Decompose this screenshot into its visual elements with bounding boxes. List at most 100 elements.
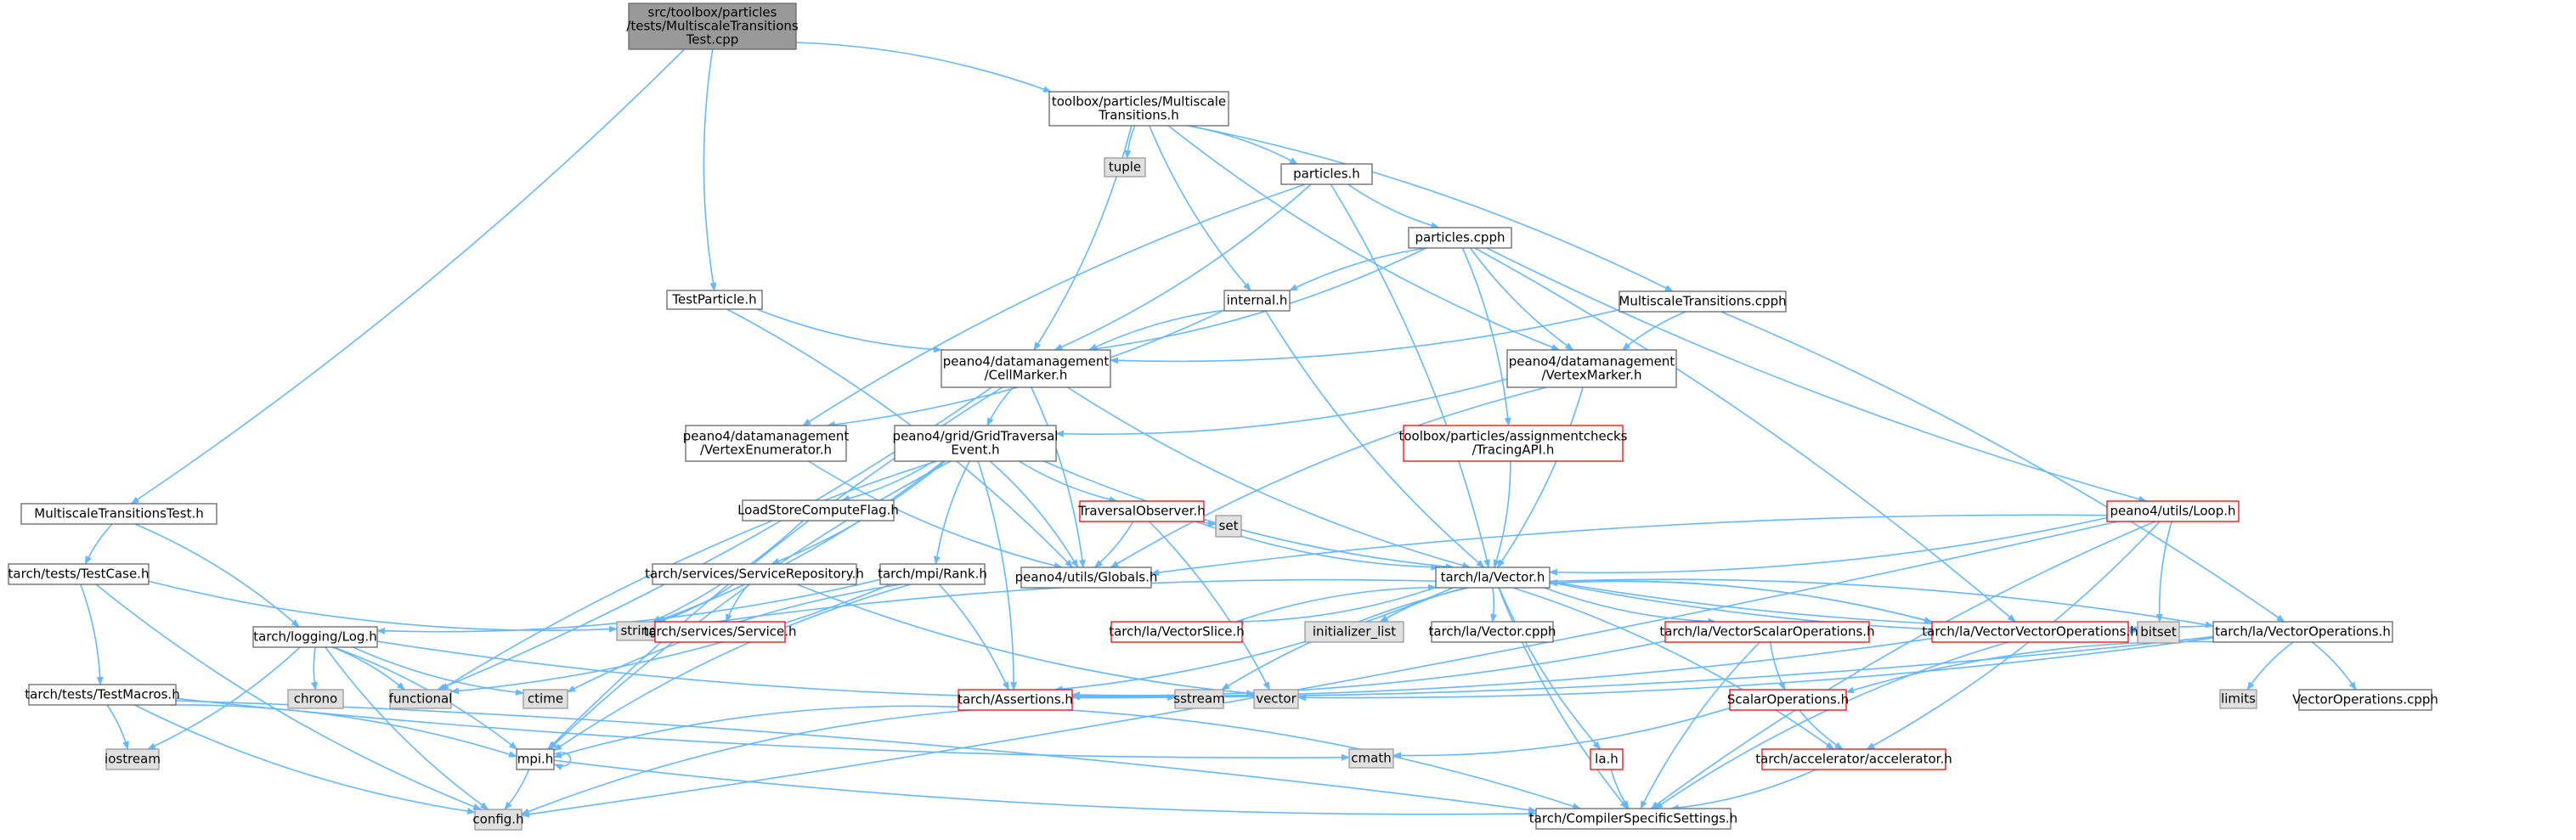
node-label-line: tarch/services/ServiceRepository.h (645, 567, 864, 582)
node-tarch-la-vectorslice-h[interactable]: tarch/la/VectorSlice.h (1109, 621, 1245, 643)
node-box (2219, 689, 2257, 709)
node-loadstorecomputeflag-h[interactable]: LoadStoreComputeFlag.h (737, 499, 899, 521)
edge-internal-to-vector (1265, 310, 1485, 568)
node-src-toolbox-particles-tests-multiscaletransitions-test-cpp[interactable]: src/toolbox/particles/tests/MultiscaleTr… (626, 3, 799, 50)
node-mpi-h[interactable]: mpi.h (516, 748, 555, 770)
edge-vecOps-to-vector (1549, 579, 2214, 629)
node-tarch-la-vectorscalaroperations-h[interactable]: tarch/la/VectorScalarOperations.h (1659, 621, 1875, 643)
node-peano4-utils-loop-h[interactable]: peano4/utils/Loop.h (2106, 500, 2240, 522)
node-label-line: tarch/la/VectorOperations.h (2215, 624, 2391, 640)
node-box (20, 503, 217, 525)
node-label-line: tarch/Assertions.h (958, 692, 1073, 708)
node-config-h[interactable]: config.h (472, 809, 524, 831)
edge-multiCpph-to-cellMarker (1110, 308, 1620, 364)
node-bitset[interactable]: bitset (2137, 621, 2180, 644)
node-iostream[interactable]: iostream (105, 748, 161, 770)
edge-vertexMarker-to-gridTraversal (1055, 378, 1508, 437)
node-la-h[interactable]: la.h (1590, 748, 1624, 770)
node-label-line: iostream (105, 752, 161, 767)
node-tarch-compilerspecificsettings-h[interactable]: tarch/CompilerSpecificSettings.h (1529, 808, 1737, 830)
node-multiscaletransitionstest-h[interactable]: MultiscaleTransitionsTest.h (20, 503, 217, 525)
node-tarch-la-vector-h[interactable]: tarch/la/Vector.h (1435, 567, 1551, 589)
node-scalaroperations-h[interactable]: ScalarOperations.h (1727, 689, 1849, 711)
node-particles-cpph[interactable]: particles.cpph (1408, 227, 1512, 249)
node-peano4-datamanagement-vertexenumerator-h[interactable]: peano4/datamanagement/VertexEnumerator.h (683, 425, 850, 462)
node-label-line: tarch/logging/Log.h (253, 629, 376, 645)
node-label-line: TestParticle.h (671, 292, 756, 307)
node-tarch-tests-testmacros-h[interactable]: tarch/tests/TestMacros.h (25, 684, 180, 706)
node-layer: src/toolbox/particles/tests/MultiscaleTr… (8, 3, 2438, 831)
node-tuple[interactable]: tuple (1104, 157, 1146, 178)
node-tarch-accelerator-accelerator-h[interactable]: tarch/accelerator/accelerator.h (1755, 748, 1952, 770)
node-traversalobserver-h[interactable]: TraversalObserver.h (1077, 500, 1206, 522)
node-vectoroperations-cpph[interactable]: VectorOperations.cpph (2292, 689, 2438, 711)
node-tarch-mpi-rank-h[interactable]: tarch/mpi/Rank.h (878, 563, 987, 585)
node-tarch-assertions-h[interactable]: tarch/Assertions.h (958, 689, 1073, 711)
node-box (252, 626, 378, 648)
edge-vertexMarker-to-globals (1110, 386, 1547, 568)
node-box (1729, 689, 1847, 711)
node-label-line: ScalarOperations.h (1727, 692, 1849, 708)
node-label-line: VectorOperations.cpph (2292, 692, 2438, 708)
node-sstream[interactable]: sstream (1173, 689, 1225, 709)
node-vector[interactable]: vector (1253, 689, 1299, 709)
node-chrono[interactable]: chrono (287, 689, 344, 709)
node-label-line: MultiscaleTransitionsTest.h (34, 506, 203, 521)
node-label-line: toolbox/particles/Multiscale (1052, 94, 1226, 110)
node-tarch-la-vectorvectoroperations-h[interactable]: tarch/la/VectorVectorOperations.h (1922, 621, 2138, 643)
node-toolbox-particles-assignmentchecks-tracingapi-h[interactable]: toolbox/particles/assignmentchecks/Traci… (1399, 425, 1628, 462)
edge-vector-to-accel (1512, 587, 1835, 750)
node-box (389, 689, 452, 709)
edge-loop-to-bitset (2155, 521, 2172, 623)
node-label-line: tarch/CompilerSpecificSettings.h (1529, 811, 1737, 826)
edge-rank-to-mpi (553, 583, 912, 752)
node-label-line: peano4/utils/Loop.h (2110, 504, 2235, 519)
node-peano4-utils-globals-h[interactable]: peano4/utils/Globals.h (1015, 567, 1158, 589)
node-limits[interactable]: limits (2219, 689, 2257, 709)
node-label-line: MultiscaleTransitions.cpph (1618, 294, 1786, 309)
node-tarch-la-vector-cpph[interactable]: tarch/la/Vector.cpph (1428, 621, 1556, 643)
edge-vector-to-vecScalarOps (1544, 587, 1717, 625)
node-box (654, 621, 786, 643)
node-toolbox-particles-multiscale-transitions-h[interactable]: toolbox/particles/MultiscaleTransitions.… (1048, 91, 1229, 127)
node-ctime[interactable]: ctime (523, 689, 568, 709)
node-tarch-la-vectoroperations-h[interactable]: tarch/la/VectorOperations.h (2212, 621, 2393, 643)
edge-gridTraversal-to-globals (989, 460, 1079, 568)
edge-vecOps-to-vecOpsCpph (2312, 641, 2357, 691)
node-peano4-datamanagement-vertexmarker-h[interactable]: peano4/datamanagement/VertexMarker.h (1506, 349, 1677, 388)
node-label-line: tarch/tests/TestCase.h (8, 567, 150, 582)
node-internal-h[interactable]: internal.h (1223, 290, 1291, 312)
edge-vecOps-to-assertions (1071, 635, 2214, 701)
edge-loop-to-vector (1549, 516, 2108, 576)
node-peano4-datamanagement-cellmarker-h[interactable]: peano4/datamanagement/CellMarker.h (941, 349, 1111, 388)
node-label-line: set (1219, 518, 1239, 533)
node-tarch-tests-testcase-h[interactable]: tarch/tests/TestCase.h (8, 563, 150, 585)
node-box (1253, 689, 1299, 709)
node-box (652, 563, 857, 585)
node-box (1048, 91, 1229, 127)
node-label-line: chrono (294, 691, 337, 707)
node-particles-h[interactable]: particles.h (1280, 163, 1373, 185)
node-tarch-services-servicerepository-h[interactable]: tarch/services/ServiceRepository.h (645, 563, 864, 585)
node-initializer-list[interactable]: initializer_list (1304, 621, 1404, 643)
edge-travObs-to-vectorStd (1149, 521, 1270, 691)
edge-accel-to-compiler (1670, 769, 1816, 812)
node-label-line: la.h (1595, 752, 1618, 767)
node-multiscaletransitions-cpph[interactable]: MultiscaleTransitions.cpph (1618, 290, 1787, 313)
node-functional[interactable]: functional (389, 689, 453, 709)
node-tarch-logging-log-h[interactable]: tarch/logging/Log.h (252, 626, 378, 648)
node-testparticle-h[interactable]: TestParticle.h (666, 290, 763, 310)
node-box (1348, 748, 1394, 769)
edge-root-to-multiTest (130, 48, 686, 505)
node-tarch-services-service-h[interactable]: tarch/services/Service.h (643, 621, 797, 643)
node-label-line: peano4/datamanagement (683, 429, 850, 444)
node-label-line: tarch/mpi/Rank.h (878, 567, 987, 582)
node-set[interactable]: set (1215, 515, 1242, 538)
edge-tpMulti-to-particlesH (1187, 125, 1298, 165)
node-cmath[interactable]: cmath (1348, 748, 1394, 769)
node-label-line: /VertexMarker.h (1541, 368, 1641, 383)
node-box (1408, 227, 1512, 249)
node-box (1079, 500, 1205, 522)
